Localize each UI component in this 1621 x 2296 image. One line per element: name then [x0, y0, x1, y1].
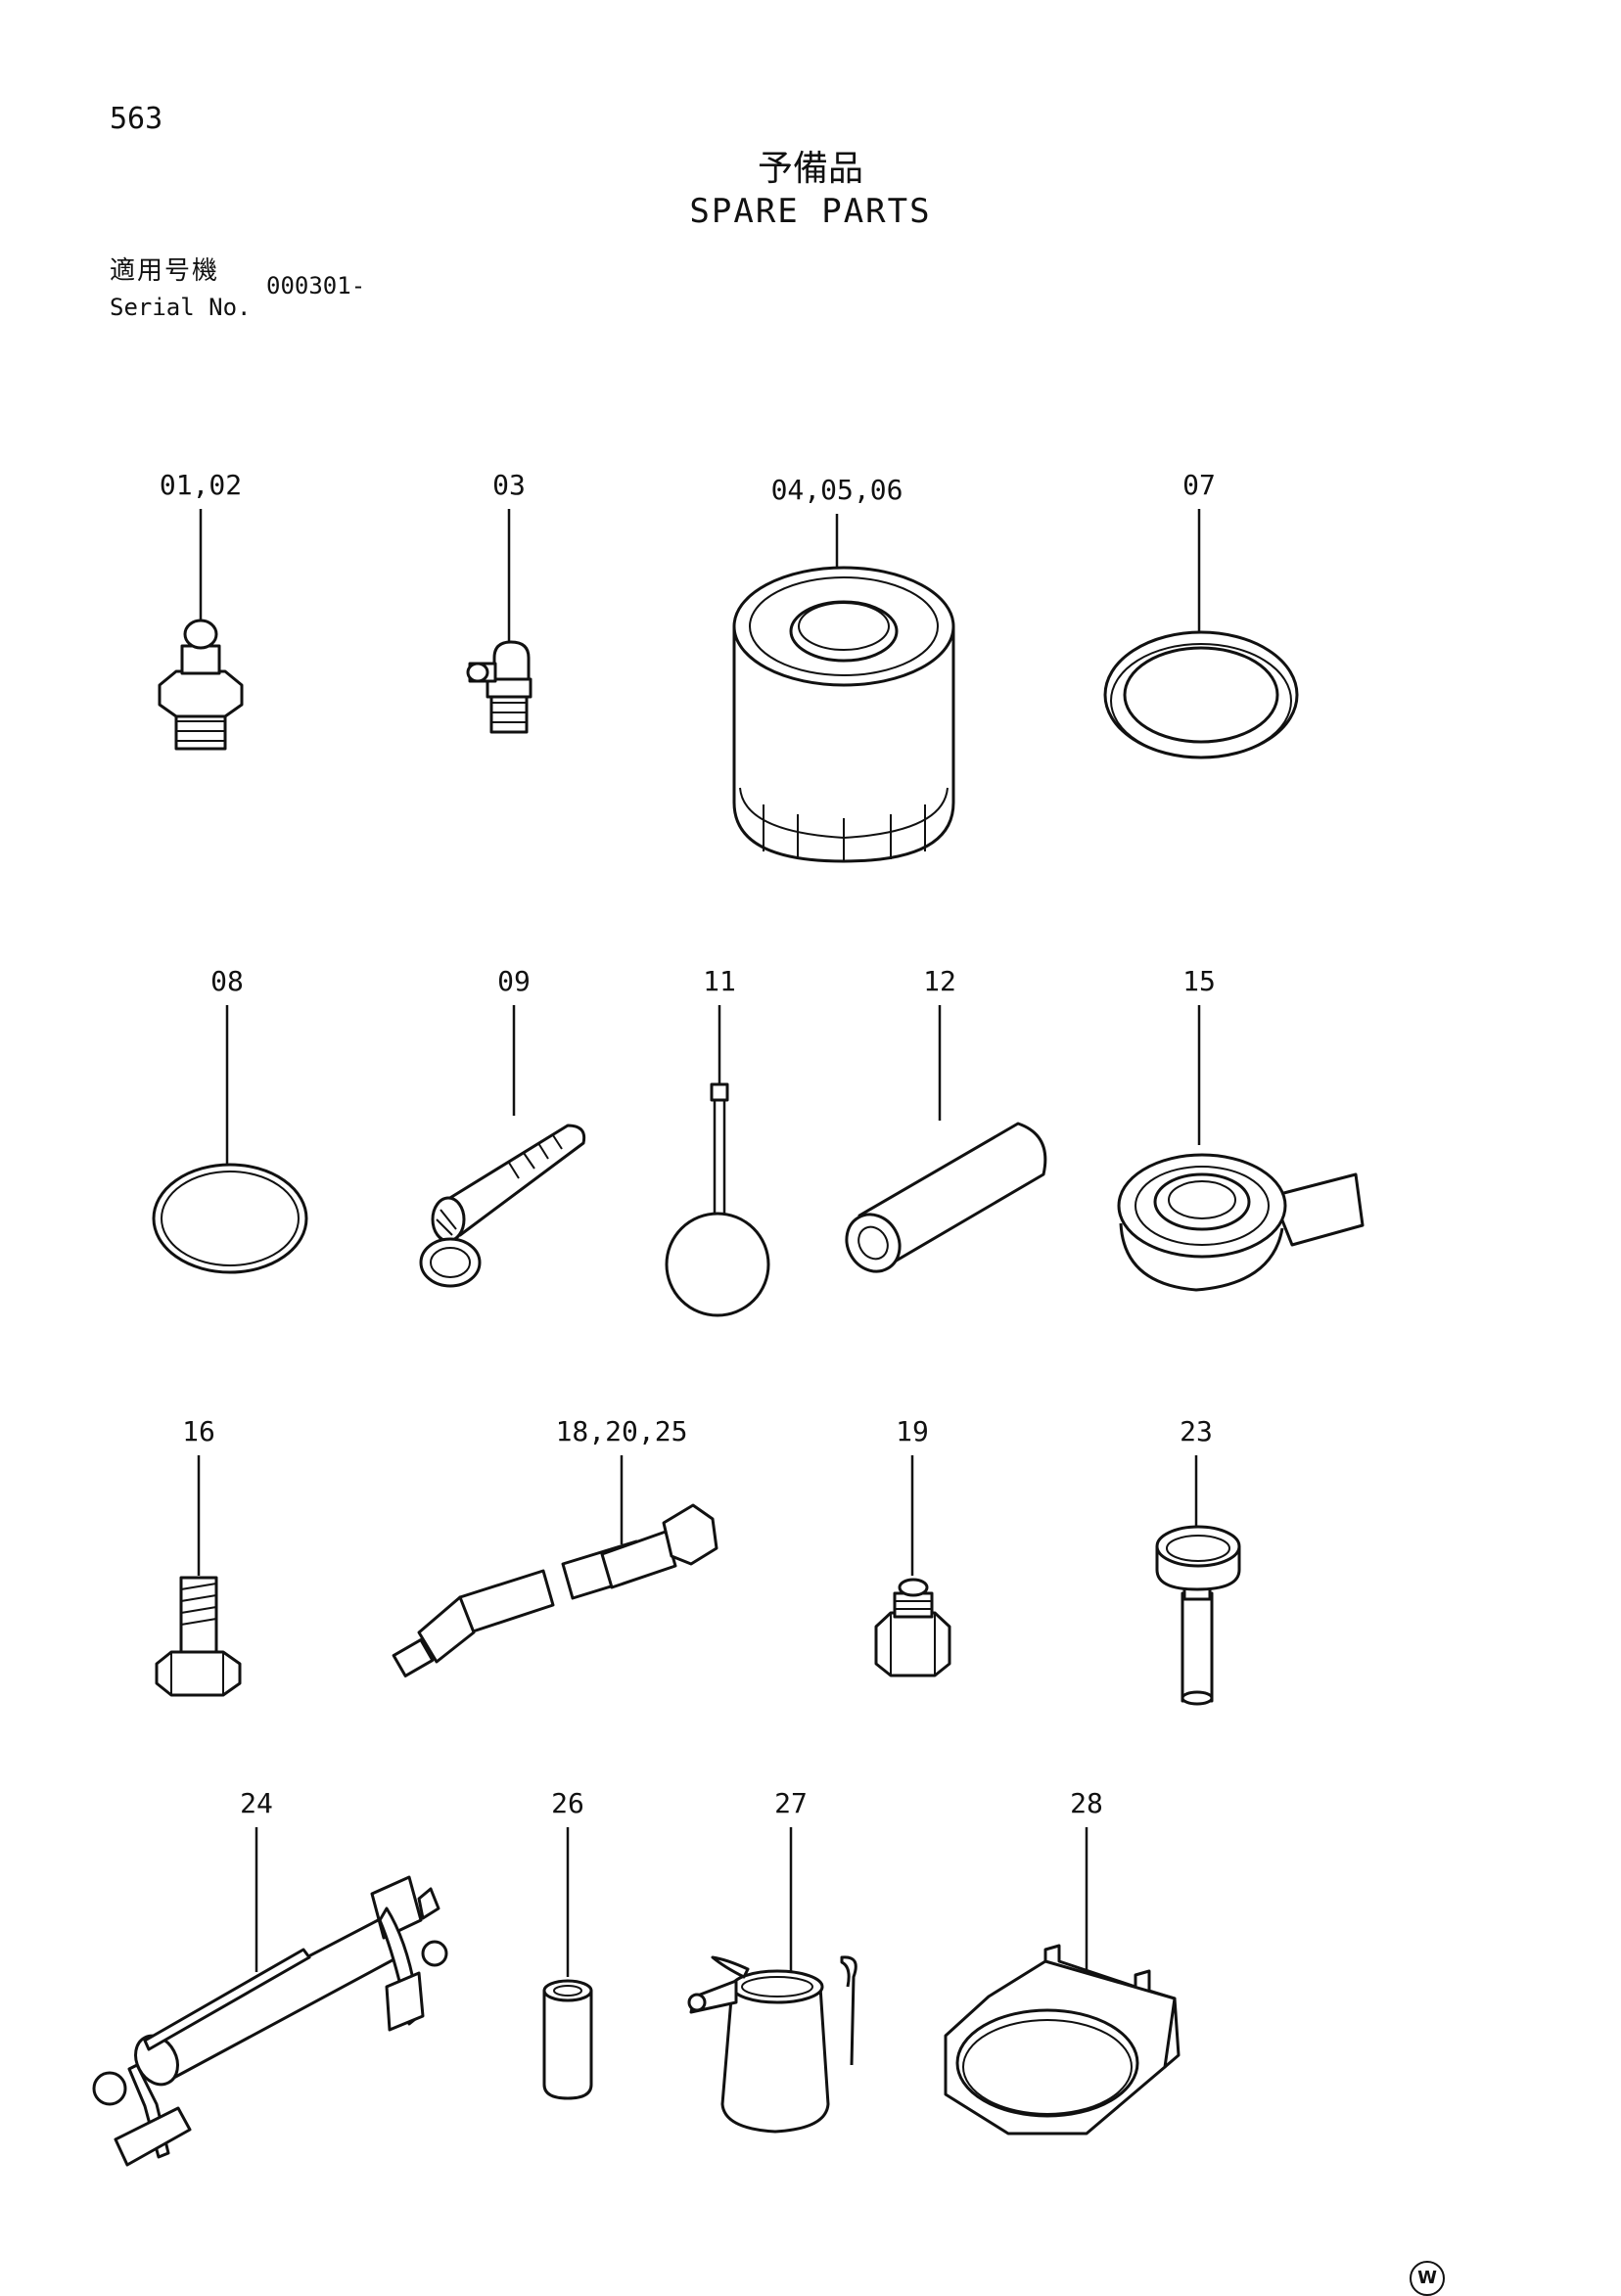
cup-with-shaft-icon: 23 — [1155, 1415, 1241, 1706]
page-title: SPARE PARTS — [689, 192, 932, 231]
page-title-japanese: 予備品 — [757, 149, 863, 189]
hose-assembly-icon: 18,20,25 — [392, 1415, 718, 1677]
part-label: 12 — [923, 965, 956, 997]
o-ring-icon: 08 — [152, 965, 308, 1274]
flat-ring-gasket-icon: 07 — [1103, 469, 1299, 759]
spacer-tube-icon: 26 — [542, 1787, 593, 2100]
serial-value: 000301- — [266, 272, 366, 299]
part-label: 18,20,25 — [556, 1415, 688, 1447]
page-number: 563 — [110, 102, 163, 136]
part-label: 26 — [551, 1787, 584, 1819]
grease-gun-icon: 24 — [92, 1787, 448, 2167]
logo-mark: W — [1410, 2261, 1445, 2296]
part-label: 09 — [497, 965, 531, 997]
part-label: 11 — [703, 965, 736, 997]
support-bracket-icon: 28 — [944, 1787, 1181, 2135]
seal-tape-roll-icon: 15 — [1117, 965, 1365, 1292]
part-label: 08 — [210, 965, 244, 997]
part-label: 28 — [1070, 1787, 1103, 1819]
grease-nipple-angled-icon: 03 — [466, 469, 533, 734]
grease-nipple-straight-icon: 01,02 — [158, 469, 244, 751]
oil-jug-icon: 27 — [687, 1787, 857, 2134]
part-label: 23 — [1180, 1415, 1213, 1447]
adapter-fitting-icon: 19 — [874, 1415, 951, 1677]
part-label: 16 — [182, 1415, 215, 1447]
part-label: 03 — [492, 469, 526, 501]
hex-bolt-icon: 16 — [155, 1415, 242, 1697]
part-label: 24 — [240, 1787, 273, 1819]
pipe-sleeve-icon: 12 — [845, 965, 1047, 1273]
serial-label-japanese: 適用号機 — [110, 256, 220, 286]
part-label: 01,02 — [160, 469, 242, 501]
bushing-with-collar-icon: 09 — [419, 965, 586, 1288]
part-label: 07 — [1182, 469, 1216, 501]
part-label: 19 — [896, 1415, 929, 1447]
filter-element-icon: 04,05,06 — [732, 474, 955, 863]
ring-on-rod-icon: 11 — [665, 965, 770, 1317]
part-label: 04,05,06 — [771, 474, 903, 506]
part-label: 27 — [774, 1787, 808, 1819]
serial-label: Serial No. — [110, 294, 252, 321]
part-label: 15 — [1182, 965, 1216, 997]
